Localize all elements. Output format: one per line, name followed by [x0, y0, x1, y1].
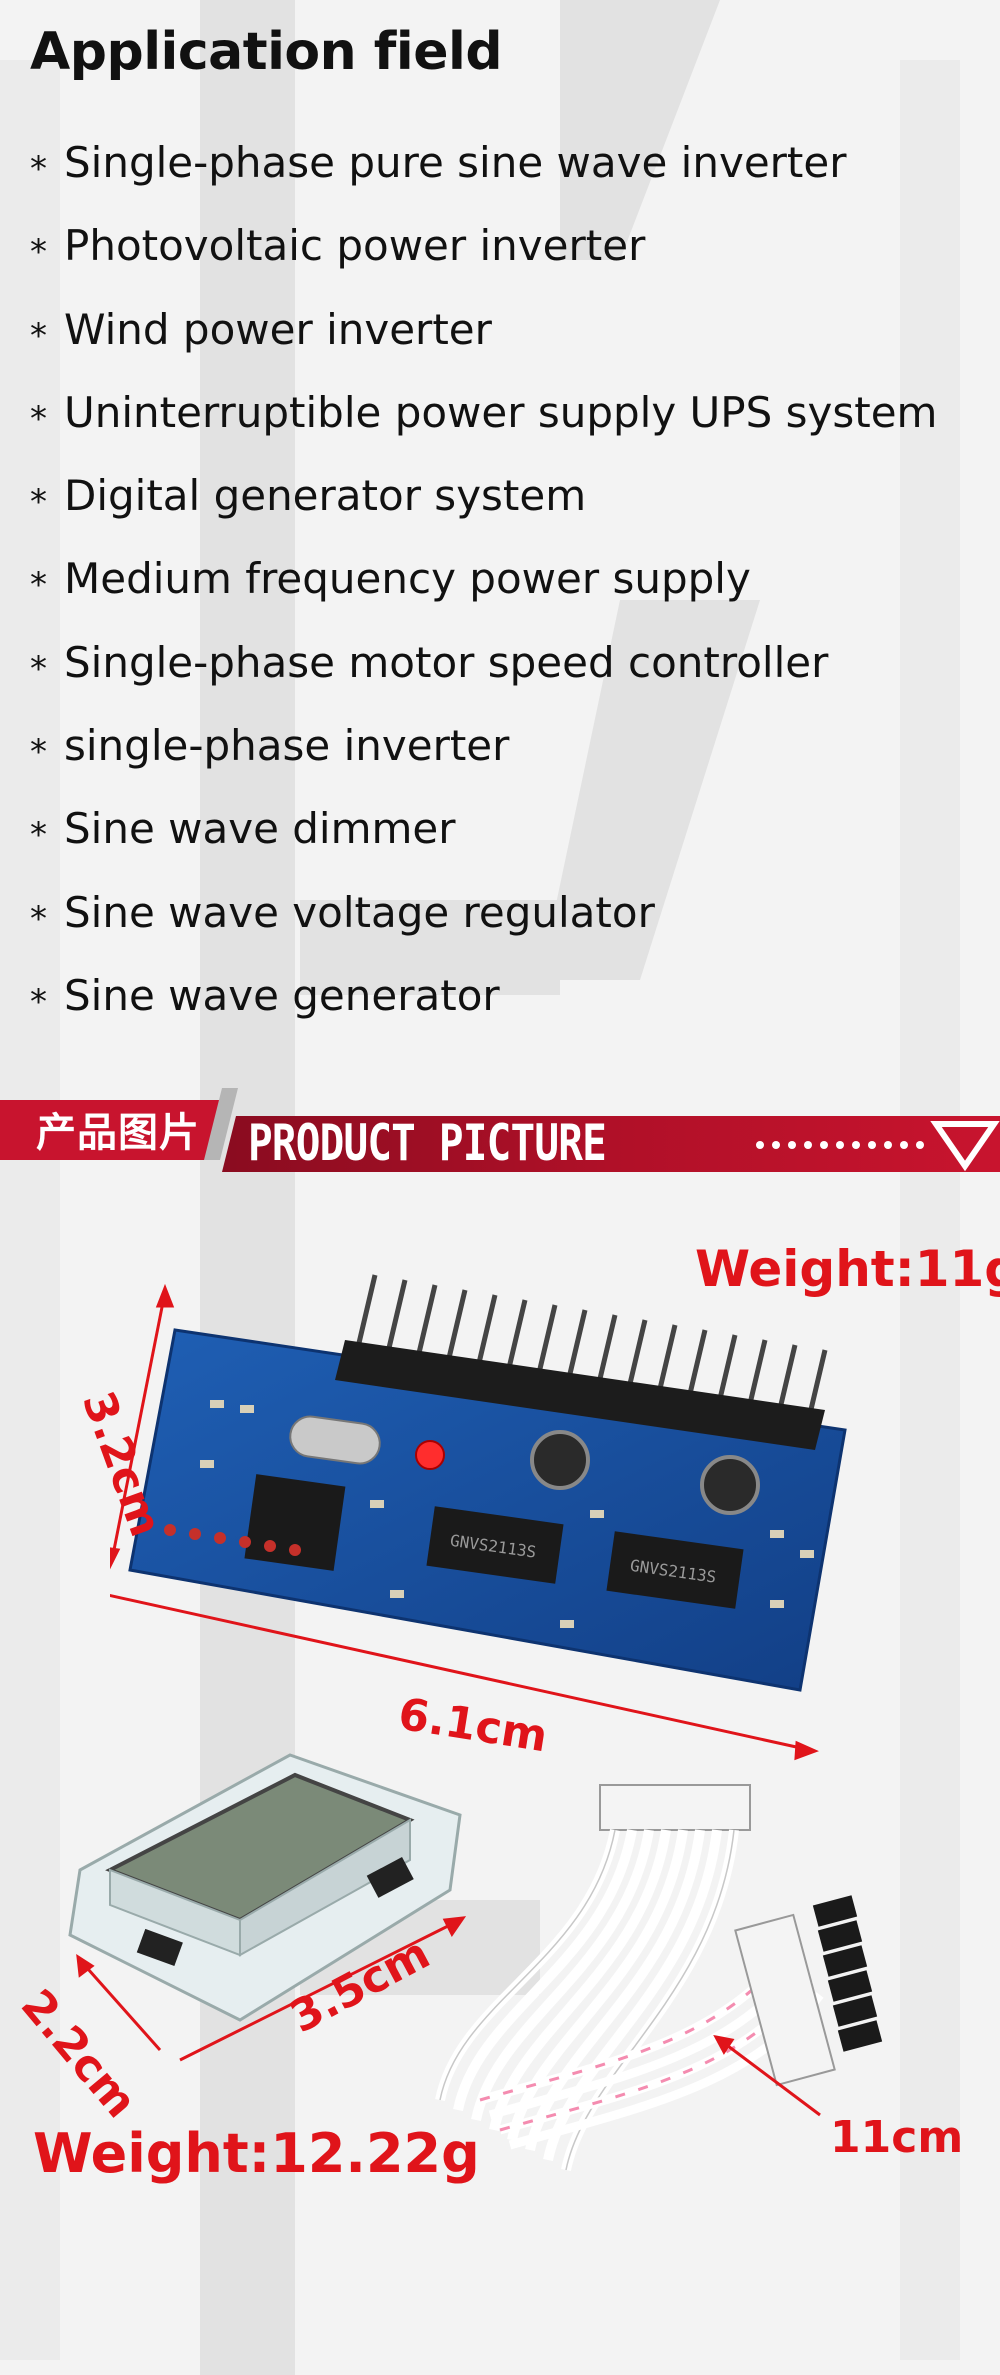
bullet: *	[30, 565, 47, 606]
list-item-text: Sine wave generator	[64, 970, 500, 1020]
list-item-text: Wind power inverter	[64, 304, 492, 354]
list-item: * Digital generator system	[30, 471, 937, 554]
product-picture-banner	[0, 1088, 1000, 1188]
bullet: *	[30, 898, 47, 939]
bullet: *	[30, 232, 47, 273]
list-item: * Wind power inverter	[30, 305, 937, 388]
bullet: *	[30, 815, 47, 856]
list-item: * Photovoltaic power inverter	[30, 221, 937, 304]
bullet: *	[30, 482, 47, 523]
list-item: * Uninterruptible power supply UPS system	[30, 388, 937, 471]
bullet: *	[30, 732, 47, 773]
bullet: *	[30, 149, 47, 189]
banner-en-label: PRODUCT PICTURE	[248, 1114, 607, 1172]
list-item-text: Single-phase motor speed controller	[64, 637, 829, 687]
list-item-text: Uninterruptible power supply UPS system	[64, 387, 938, 437]
list-item: * Single-phase motor speed controller	[30, 638, 937, 721]
list-item: * Sine wave generator	[30, 971, 937, 1054]
banner-cn-label: 产品图片	[36, 1110, 200, 1156]
list-item: * single-phase inverter	[30, 721, 937, 804]
list-item: * Medium frequency power supply	[30, 554, 937, 637]
list-item-text: Single-phase pure sine wave inverter	[64, 138, 847, 187]
application-field-title: Application field	[30, 22, 503, 82]
bullet: *	[30, 398, 47, 439]
list-item-text: Digital generator system	[64, 471, 587, 521]
application-list: * Single-phase pure sine wave inverter * P…	[30, 138, 937, 1054]
list-item-text: Medium frequency power supply	[64, 554, 751, 604]
lcd-weight-label: Weight:12.22g	[33, 2122, 480, 2185]
bullet: *	[30, 315, 47, 356]
inverter-board-image: GNVS2113S GNVS2113S	[78, 1270, 870, 1770]
cable-length-label: 11cm	[830, 2112, 964, 2163]
board-weight-label: Weight:11g	[695, 1240, 1000, 1298]
list-item-text: Sine wave voltage regulator	[64, 887, 655, 937]
bullet: *	[30, 648, 47, 689]
list-item-text: Photovoltaic power inverter	[64, 221, 646, 271]
list-item-text: single-phase inverter	[64, 721, 510, 771]
lcd-display-image	[40, 1720, 490, 2080]
list-item: * Sine wave dimmer	[30, 804, 937, 887]
bullet: *	[30, 981, 47, 1022]
list-item: * Single-phase pure sine wave inverter	[30, 138, 937, 221]
list-item-text: Sine wave dimmer	[64, 804, 456, 854]
ribbon-cable-image	[420, 1780, 940, 2200]
list-item: * Sine wave voltage regulator	[30, 888, 937, 971]
